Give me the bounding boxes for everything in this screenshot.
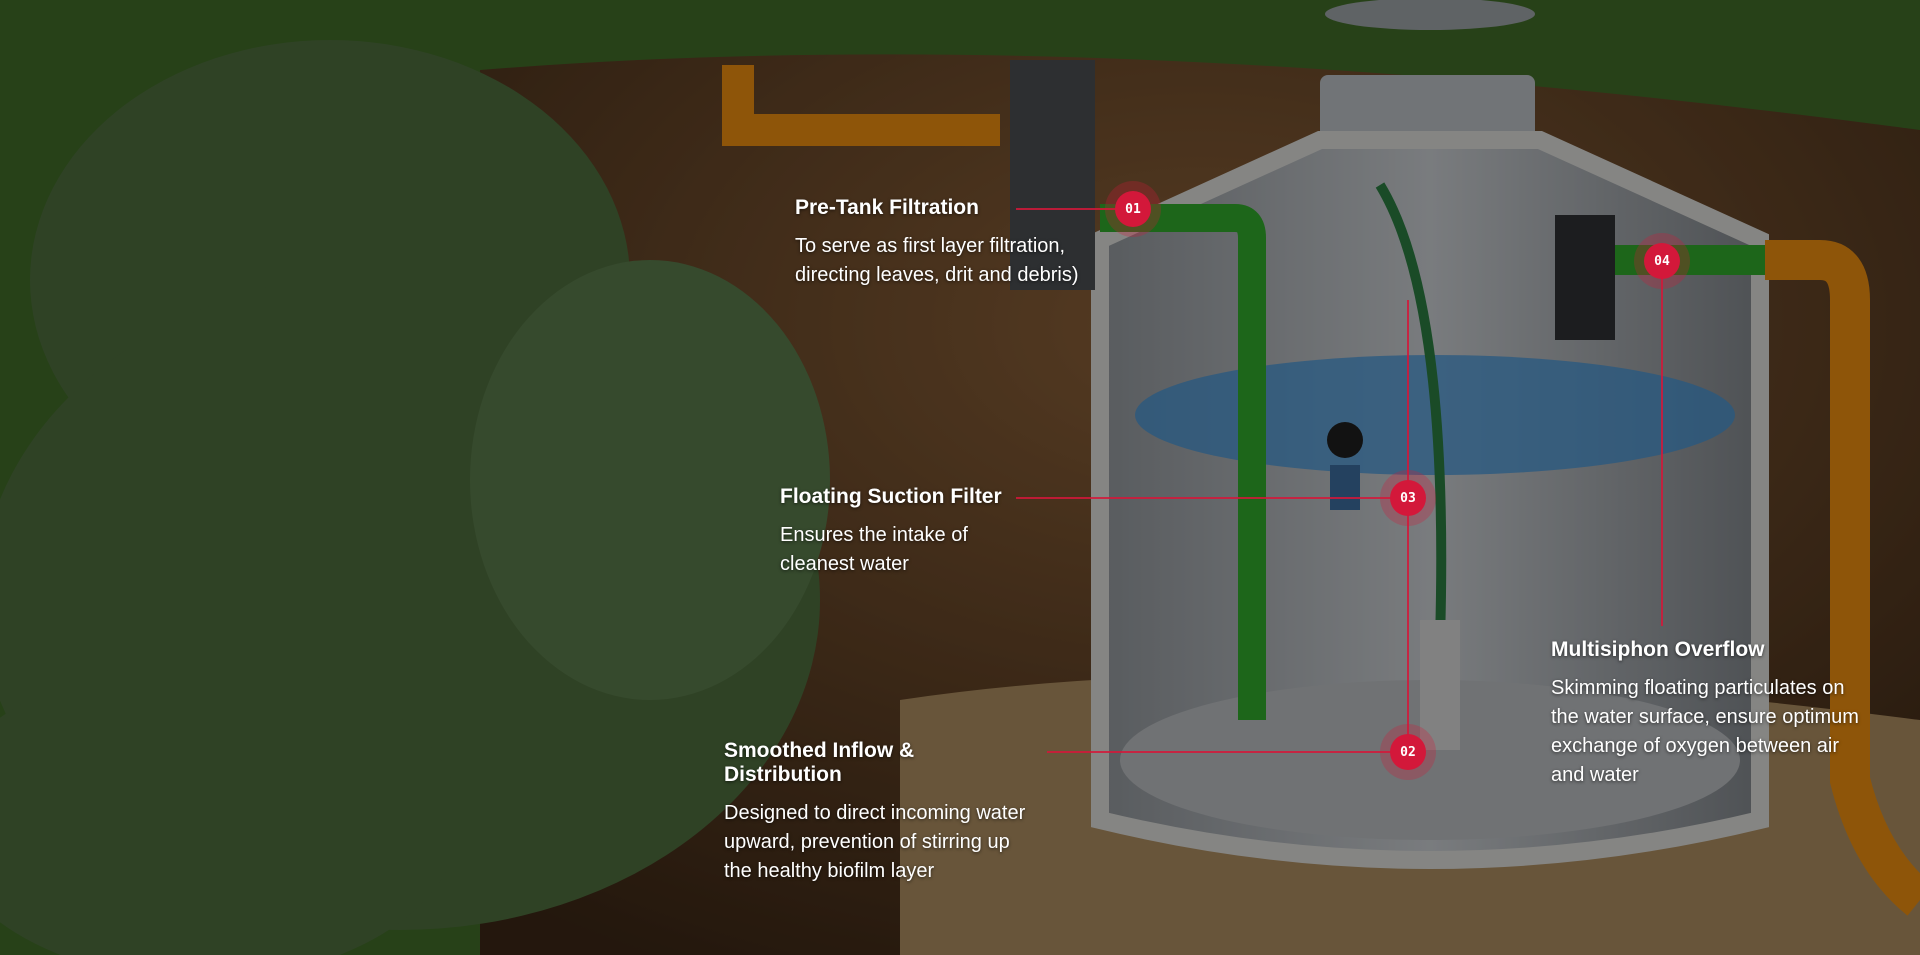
- hotspot-title: Smoothed Inflow & Distribution: [724, 739, 915, 786]
- connector-line-02: [1047, 751, 1408, 753]
- green-overflow-pipe: [1615, 245, 1765, 275]
- green-inflow-pipe: [1100, 204, 1266, 720]
- hotspot-marker-04[interactable]: 04: [1644, 243, 1680, 279]
- connector-line-04: [1661, 261, 1663, 626]
- hotspot-description: Designed to direct incoming water upward…: [724, 802, 1026, 882]
- hotspot-title: Floating Suction Filter: [780, 485, 1002, 508]
- manhole-cover: [1325, 0, 1535, 30]
- hotspot-title: Multisiphon Overflow: [1551, 638, 1765, 661]
- tank-floor: [1120, 680, 1740, 840]
- suction-filter: [1330, 465, 1360, 510]
- hotspot-label-floating-suction-filter: Floating Suction Filter Ensures the inta…: [780, 485, 1010, 579]
- hotspot-description: Ensures the intake of cleanest water: [780, 524, 968, 575]
- orange-inlet-pipe: [722, 65, 1000, 146]
- connector-line-03: [1016, 497, 1408, 499]
- hotspot-title: Pre-Tank Filtration: [795, 196, 979, 219]
- hotspot-description: To serve as first layer filtration, dire…: [795, 235, 1079, 286]
- filter-housing: [1010, 60, 1095, 290]
- hotspot-description: Skimming floating particulates on the wa…: [1551, 677, 1859, 786]
- tank-shaft: [1320, 75, 1535, 145]
- overflow-box: [1555, 215, 1615, 340]
- hotspot-label-smoothed-inflow: Smoothed Inflow & Distribution Designed …: [724, 739, 1034, 886]
- hotspot-label-pre-tank-filtration: Pre-Tank Filtration To serve as first la…: [795, 196, 1095, 290]
- green-suction-hose: [1375, 182, 1447, 641]
- connector-line-03-vertical: [1407, 300, 1409, 750]
- bush: [0, 40, 830, 955]
- hotspot-marker-02[interactable]: 02: [1390, 734, 1426, 770]
- hotspot-marker-01[interactable]: 01: [1115, 191, 1151, 227]
- pump: [1420, 620, 1460, 750]
- connector-line-01: [1016, 208, 1133, 210]
- floating-ball: [1327, 422, 1363, 458]
- hotspot-marker-03[interactable]: 03: [1390, 480, 1426, 516]
- hotspot-label-multisiphon-overflow: Multisiphon Overflow Skimming floating p…: [1551, 638, 1871, 790]
- orange-outflow-pipe: [1765, 240, 1920, 916]
